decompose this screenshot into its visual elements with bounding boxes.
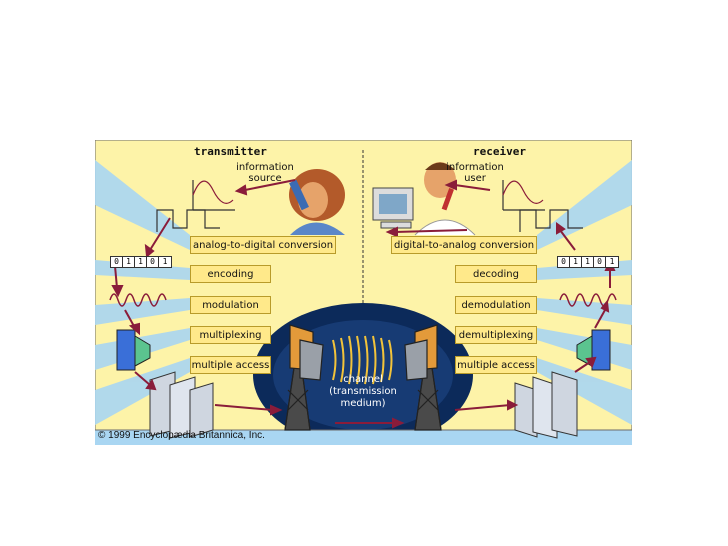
bit: 1 — [609, 257, 615, 266]
bit: 1 — [582, 257, 594, 267]
stage-encoding: encoding — [190, 265, 271, 283]
stage-multiplexing: multiplexing — [190, 326, 271, 344]
receiver-title: receiver — [473, 145, 526, 158]
bit: 1 — [123, 257, 135, 267]
stage-multiple-access-rx: multiple access — [455, 356, 537, 374]
stage-digital-to-analog: digital-to-analog conversion — [391, 236, 537, 254]
server-icon-right — [514, 371, 578, 439]
server-icon-left — [149, 371, 214, 439]
stage-demultiplexing: demultiplexing — [455, 326, 537, 344]
transmitter-title: transmitter — [194, 145, 267, 158]
modulated-wave-icon-left — [109, 293, 167, 307]
bit: 0 — [147, 257, 159, 267]
stage-decoding: decoding — [455, 265, 537, 283]
radio-waves-icon — [332, 335, 393, 385]
stage-demodulation: demodulation — [455, 296, 537, 314]
bit: 0 — [594, 257, 606, 267]
bit: 0 — [558, 257, 570, 267]
person-phone-icon — [289, 169, 345, 235]
digital-pulse-icon-left — [156, 209, 220, 232]
source-label-line1: information — [236, 162, 294, 173]
bit-sequence-rx: 0 1 1 0 1 — [557, 256, 619, 268]
channel-label: channel (transmission medium) — [318, 374, 408, 410]
figure-artwork — [95, 140, 632, 445]
bit: 1 — [135, 257, 147, 267]
channel-line2: (transmission — [329, 386, 397, 397]
stage-modulation: modulation — [190, 296, 271, 314]
stage-multiple-access-tx: multiple access — [190, 356, 271, 374]
bit: 1 — [162, 257, 168, 266]
tower-icon-right — [404, 324, 442, 431]
mux-icon-left — [116, 329, 151, 371]
bit: 1 — [570, 257, 582, 267]
stage-analog-to-digital: analog-to-digital conversion — [190, 236, 336, 254]
channel-line1: channel — [343, 374, 383, 385]
channel-line3: medium) — [340, 398, 386, 409]
communication-system-figure — [95, 140, 632, 445]
source-label-line2: source — [248, 173, 282, 184]
user-label-line2: user — [464, 173, 486, 184]
tower-icon-left — [284, 324, 324, 431]
information-user-label: information user — [443, 162, 507, 184]
copyright-notice: © 1999 Encyclopædia Britannica, Inc. — [98, 430, 265, 441]
bit-sequence-tx: 0 1 1 0 1 — [110, 256, 172, 268]
user-label-line1: information — [446, 162, 504, 173]
bit: 0 — [111, 257, 123, 267]
digital-pulse-icon-right — [519, 209, 583, 232]
information-source-label: information source — [233, 162, 297, 184]
